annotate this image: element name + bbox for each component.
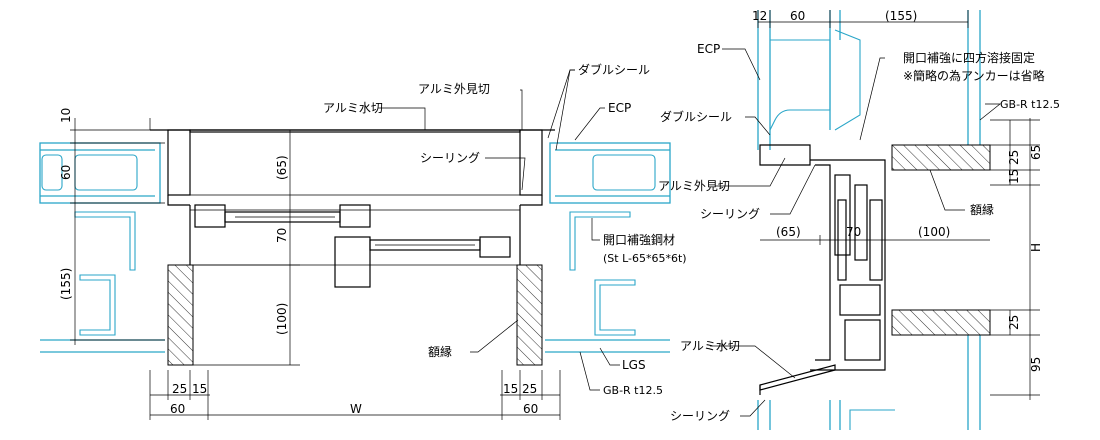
dim-25-right: 25 [522, 382, 537, 396]
rdim-65-left: (65) [776, 225, 801, 239]
label-sealing: シーリング [420, 151, 480, 165]
rlabel-alumi-gaimikiri: アルミ外見切 [658, 179, 730, 193]
ecp-panel-left [39, 142, 161, 204]
rdim-65-top: 65 [1029, 145, 1043, 160]
rlabel-sealing-top: シーリング [700, 207, 760, 221]
rdim-155: (155) [885, 9, 917, 23]
dim-15-left: 15 [192, 382, 207, 396]
dim-w: W [350, 402, 362, 416]
dim-10: 10 [59, 108, 73, 123]
label-double-seal: ダブルシール [578, 62, 650, 77]
rlabel-ecp: ECP [697, 42, 720, 56]
label-ecp: ECP [608, 101, 631, 115]
dim-155: (155) [59, 268, 73, 300]
gakubuchi-top [891, 144, 991, 171]
dim-25-left: 25 [172, 382, 187, 396]
rdim-12: 12 [752, 9, 767, 23]
label-gakubuchi: 額縁 [428, 344, 452, 359]
right-detail: ECP 開口補強に四方溶接固定 ※簡略の為アンカーは省略 ダブルシール GB-R… [658, 9, 1060, 430]
rdim-15: 15 [1007, 169, 1021, 184]
rdim-25-top: 25 [1007, 150, 1021, 165]
rdim-95: 95 [1029, 357, 1043, 372]
gakubuchi-right [516, 264, 543, 366]
rlabel-hokyou-note1: 開口補強に四方溶接固定 [903, 50, 1035, 65]
dim-60-left: 60 [59, 165, 73, 180]
ecp-vertical [757, 10, 981, 430]
rdim-100: (100) [918, 225, 950, 239]
sash-upper [194, 204, 371, 228]
dim-60-bottom-right: 60 [523, 402, 538, 416]
rdim-60: 60 [790, 9, 805, 23]
rlabel-double-seal: ダブルシール [660, 109, 732, 124]
rlabel-gakubuchi: 額縁 [970, 202, 994, 217]
ecp-panel-right [549, 142, 671, 204]
rlabel-sealing-bottom: シーリング [670, 409, 730, 423]
left-detail: アルミ水切 アルミ外見切 ダブルシール ECP シーリング 開口補強鋼材 (St… [39, 62, 687, 420]
left-dimensions [70, 118, 561, 420]
dim-70: 70 [275, 228, 289, 243]
dim-65: (65) [275, 155, 289, 180]
label-gbr: GB-R t12.5 [603, 384, 663, 397]
rdim-70: 70 [846, 225, 861, 239]
rlabel-alumi-mizukiri: アルミ水切 [680, 339, 740, 353]
rlabel-hokyou-note2: ※簡略の為アンカーは省略 [903, 68, 1045, 83]
dim-100: (100) [275, 303, 289, 335]
label-lgs: LGS [622, 358, 646, 372]
rlabel-gbr: GB-R t12.5 [1000, 98, 1060, 111]
left-leaders [378, 69, 620, 391]
label-alumi-gaimikiri: アルミ外見切 [418, 82, 490, 96]
dim-15-right: 15 [503, 382, 518, 396]
label-alumi-mizukiri: アルミ水切 [323, 101, 383, 115]
lgs-right [545, 211, 670, 353]
rdim-h: H [1029, 243, 1043, 252]
label-kaikou-spec: (St L-65*65*6t) [603, 252, 687, 265]
label-kaikou-hokyou: 開口補強鋼材 [603, 233, 675, 247]
right-dimensions [757, 10, 1040, 400]
rdim-25-bottom: 25 [1007, 315, 1021, 330]
dim-60-bottom-left: 60 [170, 402, 185, 416]
gakubuchi-left [167, 264, 194, 366]
right-leaders [710, 48, 1001, 417]
gakubuchi-bottom [891, 309, 991, 336]
sash-lower [334, 236, 511, 288]
